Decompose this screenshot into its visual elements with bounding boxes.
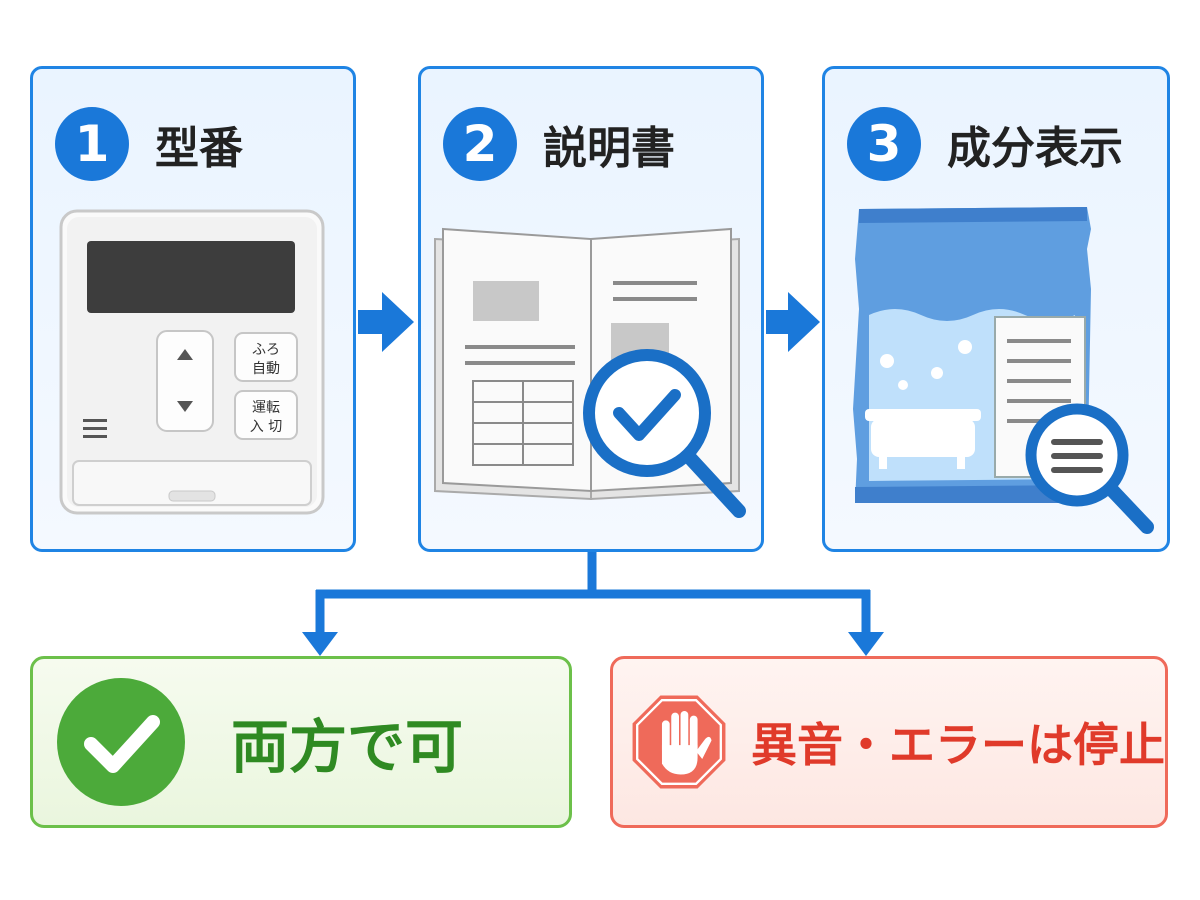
magnifier-check-icon [583,349,746,518]
button-label-power: 運転 [252,400,280,416]
step-header: 3 成分表示 [847,107,1123,181]
button-label-bath-auto-2: 自動 [252,361,280,377]
button-label-bath-auto: ふろ [252,342,280,358]
step-title: 型番 [155,123,243,174]
arrow-right-icon [358,292,414,352]
step-panel-ingredients: 3 成分表示 [822,66,1170,552]
arrow-right-icon [766,292,820,352]
step-number-badge: 2 [443,107,517,181]
step-title: 成分表示 [947,123,1123,174]
result-stop-text: 異音・エラーは停止 [751,718,1165,772]
remote-controller-icon: ふろ 自動 運転 入 切 [59,209,325,515]
result-stop-box: 異音・エラーは停止 [610,656,1168,828]
result-ok-text: 両方で可 [231,713,464,781]
step-header: 2 説明書 [443,107,675,181]
step-panel-model-number: 1 型番 ふろ 自動 運転 入 切 [30,66,356,552]
button-label-power-2: 入 切 [250,419,282,435]
branch-connector [302,552,884,656]
step-number-badge: 3 [847,107,921,181]
step-title: 説明書 [543,123,675,174]
bath-salt-package-icon [853,207,1154,534]
step-number-badge: 1 [55,107,129,181]
result-ok-box: 両方で可 [30,656,572,828]
step-header: 1 型番 [55,107,243,181]
manual-book-icon [434,227,746,518]
stop-hand-icon [632,695,726,789]
step-panel-manual: 2 説明書 [418,66,764,552]
magnifier-lines-icon [1025,403,1154,534]
check-circle-icon [57,678,185,806]
